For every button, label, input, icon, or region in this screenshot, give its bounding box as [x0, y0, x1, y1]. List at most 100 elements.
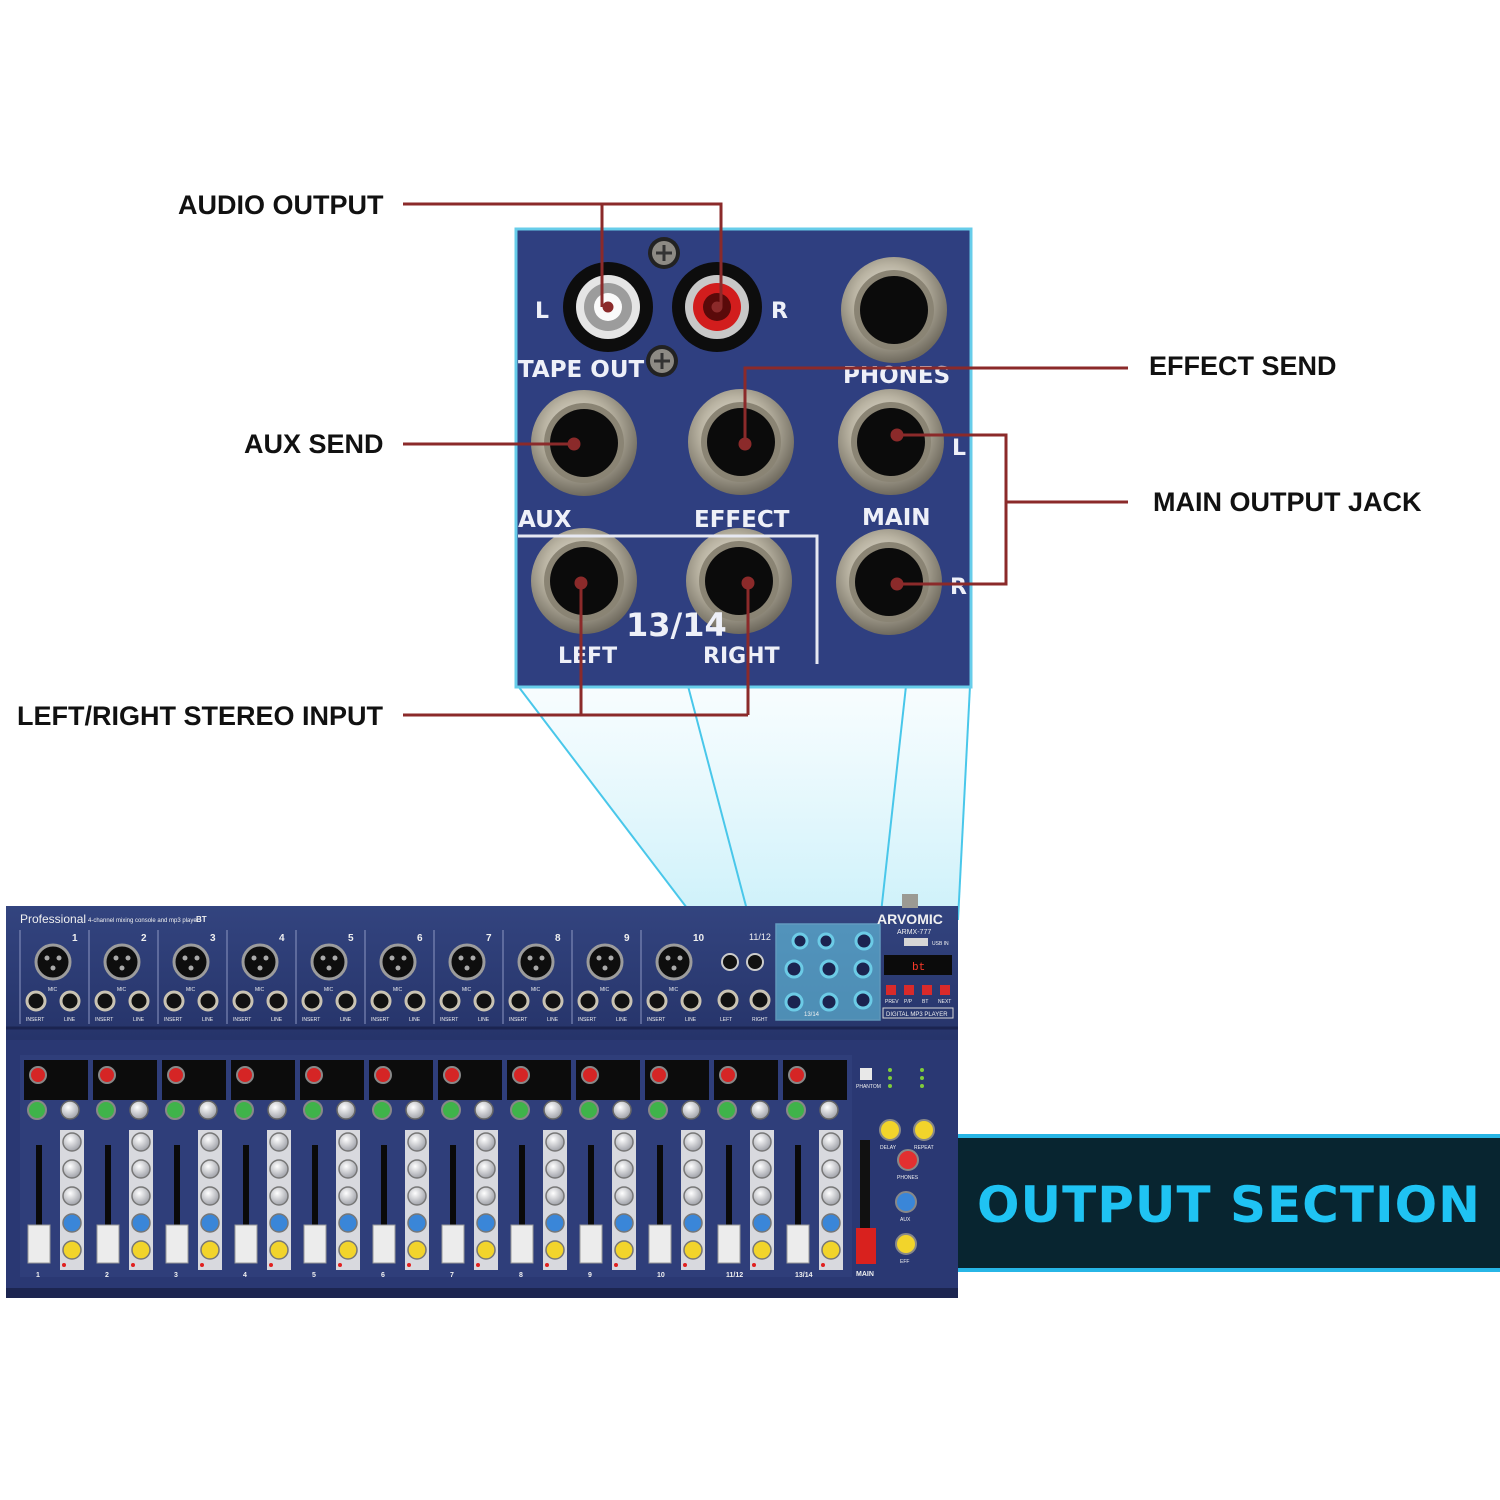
- pan-knob[interactable]: [510, 1100, 530, 1120]
- channel-fader[interactable]: [579, 1224, 603, 1264]
- effect-knob[interactable]: [752, 1240, 772, 1260]
- low-eq-knob[interactable]: [62, 1186, 82, 1206]
- effect-knob[interactable]: [545, 1240, 565, 1260]
- gain-knob[interactable]: [719, 1066, 737, 1084]
- gain-knob[interactable]: [512, 1066, 530, 1084]
- channel-fader[interactable]: [510, 1224, 534, 1264]
- pan-knob[interactable]: [579, 1100, 599, 1120]
- level-knob[interactable]: [819, 1100, 839, 1120]
- aux-knob[interactable]: [683, 1213, 703, 1233]
- high-eq-knob[interactable]: [269, 1132, 289, 1152]
- channel-fader[interactable]: [786, 1224, 810, 1264]
- pan-knob[interactable]: [372, 1100, 392, 1120]
- phantom-switch[interactable]: [860, 1068, 872, 1080]
- low-eq-knob[interactable]: [338, 1186, 358, 1206]
- gain-knob[interactable]: [167, 1066, 185, 1084]
- play-pause-button[interactable]: [904, 985, 914, 995]
- aux-knob[interactable]: [752, 1213, 772, 1233]
- main-fader[interactable]: [856, 1228, 876, 1264]
- effect-knob[interactable]: [821, 1240, 841, 1260]
- mid-eq-knob[interactable]: [131, 1159, 151, 1179]
- aux-knob[interactable]: [476, 1213, 496, 1233]
- effect-knob[interactable]: [683, 1240, 703, 1260]
- mid-eq-knob[interactable]: [752, 1159, 772, 1179]
- pan-knob[interactable]: [234, 1100, 254, 1120]
- aux-knob[interactable]: [200, 1213, 220, 1233]
- pan-knob[interactable]: [648, 1100, 668, 1120]
- high-eq-knob[interactable]: [131, 1132, 151, 1152]
- mid-eq-knob[interactable]: [338, 1159, 358, 1179]
- level-knob[interactable]: [681, 1100, 701, 1120]
- repeat-knob[interactable]: [913, 1119, 935, 1141]
- effect-knob[interactable]: [200, 1240, 220, 1260]
- high-eq-knob[interactable]: [62, 1132, 82, 1152]
- low-eq-knob[interactable]: [752, 1186, 772, 1206]
- level-knob[interactable]: [405, 1100, 425, 1120]
- gain-knob[interactable]: [374, 1066, 392, 1084]
- level-knob[interactable]: [129, 1100, 149, 1120]
- channel-fader[interactable]: [96, 1224, 120, 1264]
- aux-knob[interactable]: [821, 1213, 841, 1233]
- mid-eq-knob[interactable]: [614, 1159, 634, 1179]
- gain-knob[interactable]: [443, 1066, 461, 1084]
- effect-knob[interactable]: [614, 1240, 634, 1260]
- channel-fader[interactable]: [648, 1224, 672, 1264]
- delay-knob[interactable]: [879, 1119, 901, 1141]
- aux-knob[interactable]: [614, 1213, 634, 1233]
- gain-knob[interactable]: [788, 1066, 806, 1084]
- next-button[interactable]: [940, 985, 950, 995]
- high-eq-knob[interactable]: [476, 1132, 496, 1152]
- level-knob[interactable]: [336, 1100, 356, 1120]
- mid-eq-knob[interactable]: [821, 1159, 841, 1179]
- channel-fader[interactable]: [234, 1224, 258, 1264]
- channel-fader[interactable]: [372, 1224, 396, 1264]
- low-eq-knob[interactable]: [200, 1186, 220, 1206]
- high-eq-knob[interactable]: [683, 1132, 703, 1152]
- channel-fader[interactable]: [165, 1224, 189, 1264]
- mid-eq-knob[interactable]: [407, 1159, 427, 1179]
- phones-knob[interactable]: [897, 1149, 919, 1171]
- high-eq-knob[interactable]: [338, 1132, 358, 1152]
- prev-button[interactable]: [886, 985, 896, 995]
- aux-master-knob[interactable]: [895, 1191, 917, 1213]
- low-eq-knob[interactable]: [683, 1186, 703, 1206]
- pan-knob[interactable]: [27, 1100, 47, 1120]
- pan-knob[interactable]: [165, 1100, 185, 1120]
- aux-knob[interactable]: [62, 1213, 82, 1233]
- aux-knob[interactable]: [407, 1213, 427, 1233]
- level-knob[interactable]: [60, 1100, 80, 1120]
- gain-knob[interactable]: [29, 1066, 47, 1084]
- level-knob[interactable]: [612, 1100, 632, 1120]
- high-eq-knob[interactable]: [821, 1132, 841, 1152]
- high-eq-knob[interactable]: [200, 1132, 220, 1152]
- effect-knob[interactable]: [62, 1240, 82, 1260]
- level-knob[interactable]: [474, 1100, 494, 1120]
- eff-master-knob[interactable]: [895, 1233, 917, 1255]
- low-eq-knob[interactable]: [269, 1186, 289, 1206]
- low-eq-knob[interactable]: [614, 1186, 634, 1206]
- effect-knob[interactable]: [407, 1240, 427, 1260]
- low-eq-knob[interactable]: [407, 1186, 427, 1206]
- high-eq-knob[interactable]: [752, 1132, 772, 1152]
- gain-knob[interactable]: [650, 1066, 668, 1084]
- aux-knob[interactable]: [131, 1213, 151, 1233]
- pan-knob[interactable]: [786, 1100, 806, 1120]
- mid-eq-knob[interactable]: [200, 1159, 220, 1179]
- effect-knob[interactable]: [131, 1240, 151, 1260]
- level-knob[interactable]: [543, 1100, 563, 1120]
- mid-eq-knob[interactable]: [62, 1159, 82, 1179]
- pan-knob[interactable]: [303, 1100, 323, 1120]
- aux-knob[interactable]: [338, 1213, 358, 1233]
- mid-eq-knob[interactable]: [545, 1159, 565, 1179]
- level-knob[interactable]: [267, 1100, 287, 1120]
- level-knob[interactable]: [198, 1100, 218, 1120]
- mid-eq-knob[interactable]: [269, 1159, 289, 1179]
- pan-knob[interactable]: [441, 1100, 461, 1120]
- bt-button[interactable]: [922, 985, 932, 995]
- high-eq-knob[interactable]: [545, 1132, 565, 1152]
- effect-knob[interactable]: [338, 1240, 358, 1260]
- channel-fader[interactable]: [303, 1224, 327, 1264]
- mid-eq-knob[interactable]: [476, 1159, 496, 1179]
- gain-knob[interactable]: [98, 1066, 116, 1084]
- effect-knob[interactable]: [269, 1240, 289, 1260]
